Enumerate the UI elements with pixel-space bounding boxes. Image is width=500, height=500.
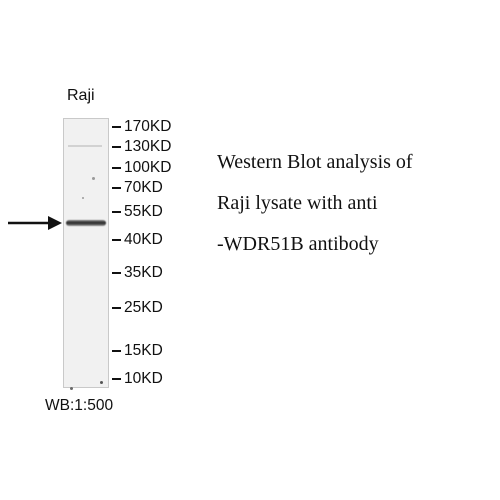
caption-line: Raji lysate with anti [217, 192, 378, 214]
marker-170kd: 170KD [110, 117, 171, 137]
marker-25kd: 25KD [110, 298, 163, 318]
marker-label: 130KD [124, 138, 172, 155]
speck [82, 197, 84, 199]
faint-band [68, 145, 102, 147]
marker-40kd: 40KD [110, 230, 163, 250]
marker-label: 25KD [124, 299, 163, 316]
caption-line: -WDR51B antibody [217, 233, 379, 255]
marker-label: 100KD [124, 159, 172, 176]
marker-35kd: 35KD [110, 263, 163, 283]
marker-tick [112, 125, 121, 128]
marker-10kd: 10KD [110, 369, 163, 389]
marker-tick [112, 349, 121, 352]
marker-label: 35KD [124, 264, 163, 281]
marker-tick [112, 210, 121, 213]
marker-tick [112, 271, 121, 274]
marker-tick [112, 306, 121, 309]
speck [70, 387, 73, 390]
marker-55kd: 55KD [110, 202, 163, 222]
marker-tick [112, 238, 121, 241]
dilution-label: WB:1:500 [45, 397, 114, 414]
marker-15kd: 15KD [110, 341, 163, 361]
marker-label: 70KD [124, 179, 163, 196]
speck [92, 177, 95, 180]
marker-100kd: 100KD [110, 158, 171, 178]
lane-label: Raji [67, 87, 95, 104]
marker-tick [112, 377, 121, 380]
molecular-weight-markers: 170KD 130KD 100KD 70KD 55KD 40KD 35KD 25… [110, 117, 190, 392]
marker-label: 10KD [124, 370, 163, 387]
marker-label: 15KD [124, 342, 163, 359]
caption-line: Western Blot analysis of [217, 151, 413, 173]
speck [100, 381, 103, 384]
marker-tick [112, 145, 121, 148]
marker-label: 40KD [124, 231, 163, 248]
marker-label: 170KD [124, 118, 172, 135]
marker-tick [112, 166, 121, 169]
blot-lane [63, 118, 109, 390]
marker-tick [112, 186, 121, 189]
marker-130kd: 130KD [110, 137, 171, 157]
band-arrow-icon [8, 216, 62, 230]
marker-label: 55KD [124, 203, 163, 220]
target-band [66, 220, 106, 226]
figure-caption: Western Blot analysis of Raji lysate wit… [217, 152, 487, 275]
marker-70kd: 70KD [110, 178, 163, 198]
